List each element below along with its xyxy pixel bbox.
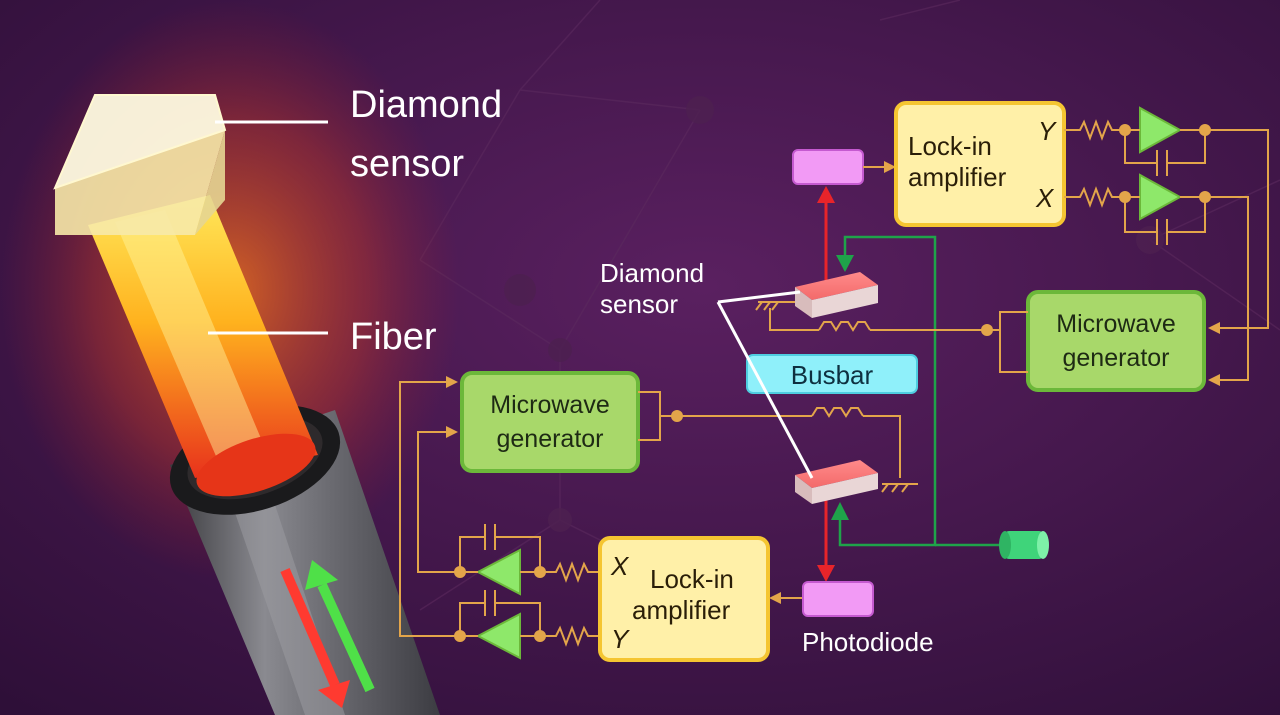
feedback-left-x [417,431,460,573]
green-arrow-top [836,255,854,272]
light-direction-arrows [280,560,375,708]
wire-arrow-lockin-bottom [769,592,781,604]
integrator-top-y [1064,106,1211,176]
feedback-left-y [399,381,460,637]
feedback-left-arrow-y [446,376,458,388]
lockin-top [894,101,1066,227]
photodiode-top [792,149,864,185]
diamond-sensor-top [795,272,878,318]
light-source [999,531,1049,559]
lockin-bottom-y: Y [611,624,630,654]
diamond-sensor-bottom [795,460,878,504]
lockin-top-x: X [1035,183,1055,213]
lockin-top-y: Y [1038,116,1057,146]
fiber-illustration: Diamond sensor Fiber [0,0,502,715]
lockin-bottom-line2: amplifier [632,595,731,625]
microwave-right [1026,290,1206,392]
integrator-top-x [1064,173,1211,245]
lockin-bottom-x: X [610,551,630,581]
lockin-bottom [598,536,770,662]
microwave-left-line1: Microwave [490,391,609,419]
diamond-pointer-bottom [716,301,814,479]
diamond-label-line1: Diamond [350,84,502,126]
background-lattice [419,0,1280,611]
feedback-wire-x [1205,196,1249,381]
photodiode-bottom [802,581,874,617]
feedback-arrow-y [1208,322,1220,334]
fiber-core-end [196,433,316,497]
diamond-pointer-top [717,290,801,304]
diamond-sensor-label-line1: Diamond [600,258,704,288]
integrator-bottom-y [454,590,600,660]
feedback-left-arrow-x [446,426,458,438]
fiber-label: Fiber [350,316,437,358]
fiber-core [88,195,318,478]
circuit-diagram: Lock-in amplifier Y X [399,101,1269,662]
microwave-left-line2: generator [496,425,603,453]
feedback-arrow-x [1208,374,1220,386]
red-arrow-bottom [817,565,835,582]
busbar-label: Busbar [791,360,874,390]
lockin-bottom-line1: Lock-in [650,564,734,594]
red-arrow-top [817,186,835,203]
lockin-top-line2: amplifier [908,162,1007,192]
microwave-left [460,371,640,473]
microwave-right-output [999,311,1028,373]
diamond-crystal [53,94,227,235]
feedback-wire-y [1205,129,1269,329]
microwave-right-line1: Microwave [1056,310,1175,338]
wire-arrow-lockin-top [884,161,896,173]
integrator-bottom-x [454,524,600,596]
diamond-label-line2: sensor [350,143,464,185]
coil-top [755,301,987,332]
photodiode-label: Photodiode [802,627,934,657]
coil-bottom [677,407,918,493]
fiber-core-highlight [115,210,270,470]
diamond-sensor-label-line2: sensor [600,289,678,319]
green-return-wire [838,235,937,547]
green-arrow-bottom [831,502,849,520]
microwave-right-line2: generator [1062,344,1169,372]
lockin-top-line1: Lock-in [908,131,992,161]
busbar [746,354,918,394]
